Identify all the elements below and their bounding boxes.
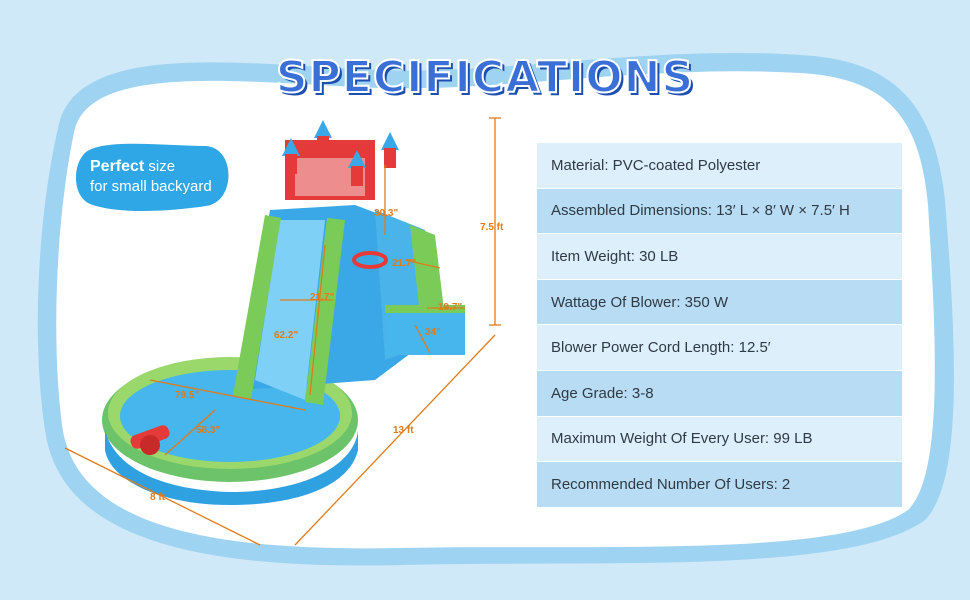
dim-length-label: 13 ft xyxy=(393,425,414,436)
badge-blob xyxy=(76,143,229,211)
page-title: SPECIFICATIONS xyxy=(275,51,695,104)
water-slide-illustration xyxy=(64,117,501,546)
spec-row: Item Weight: 30 LB xyxy=(537,234,902,280)
spec-row: Recommended Number Of Users: 2 xyxy=(537,462,902,508)
badge-text: Perfect size for small backyard xyxy=(90,157,230,197)
badge-bold: Perfect xyxy=(90,158,145,175)
dim-ramp-width-label: 19.7" xyxy=(438,302,463,313)
spec-row: Blower Power Cord Length: 12.5′ xyxy=(537,325,902,371)
dim-slide-width-label: 21.7" xyxy=(310,292,335,303)
spec-row: Maximum Weight Of Every User: 99 LB xyxy=(537,416,902,463)
spec-row: Wattage Of Blower: 350 W xyxy=(537,279,902,326)
spec-row: Assembled Dimensions: 13′ L × 8′ W × 7.5… xyxy=(537,188,902,235)
spec-row: Material: PVC-coated Polyester xyxy=(537,143,902,189)
dim-tower-label: 30.3" xyxy=(374,208,399,219)
dim-climb-width-label: 21.7" xyxy=(392,258,417,269)
dim-ramp-length-label: 34" xyxy=(425,327,441,338)
specs-table: Material: PVC-coated Polyester Assembled… xyxy=(537,143,902,508)
dim-height-label: 7.5 ft xyxy=(480,222,504,233)
badge-line2: for small backyard xyxy=(90,178,212,195)
spec-row: Age Grade: 3-8 xyxy=(537,370,902,417)
dim-pool-width-label: 58.3" xyxy=(196,425,221,436)
dim-width-label: 8 ft xyxy=(150,492,165,503)
dim-slide-length-label: 62.2" xyxy=(274,330,299,341)
dim-pool-length-label: 79.5" xyxy=(175,390,200,401)
badge-rest: size xyxy=(144,158,176,175)
